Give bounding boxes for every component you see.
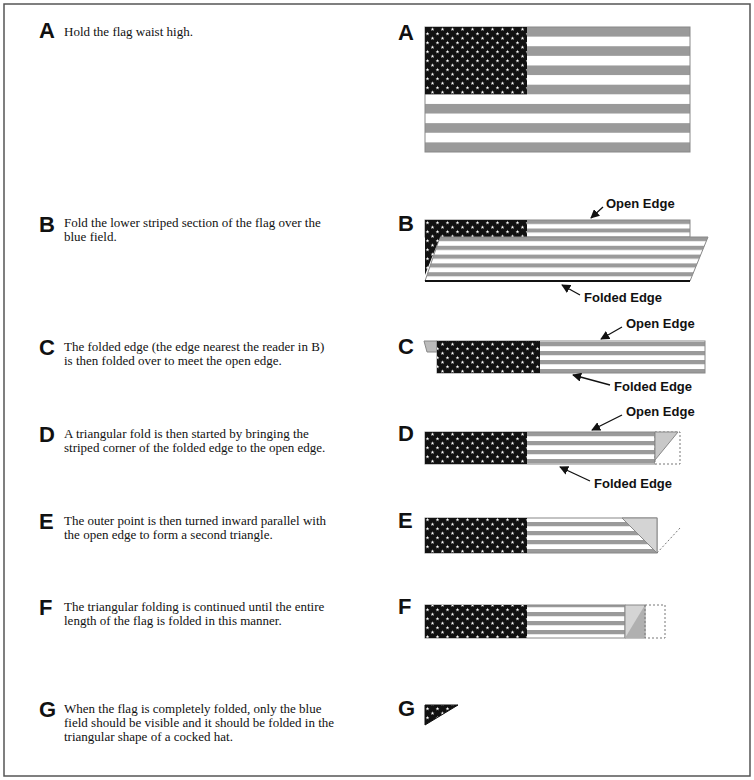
fold-outline — [657, 528, 680, 553]
edge-label: Open Edge — [624, 404, 697, 419]
flag-stripes — [425, 518, 657, 553]
flag-stripes — [437, 341, 705, 373]
flag-canton — [425, 220, 527, 237]
step-letter: C — [398, 336, 414, 358]
cocked-hat-triangle — [425, 705, 458, 725]
step-letter: B — [398, 213, 414, 235]
step-letter: G — [39, 699, 56, 721]
flag-g — [425, 705, 458, 725]
flag-stripes — [425, 605, 625, 638]
edge-label: Folded Edge — [582, 290, 664, 305]
instruction-text: When the flag is completely folded, only… — [64, 702, 336, 744]
step-letter: C — [39, 337, 55, 359]
fold-triangle — [655, 432, 678, 460]
instruction-text: The triangular folding is continued unti… — [64, 600, 336, 628]
step-letter: A — [398, 22, 414, 44]
flag-e — [425, 518, 680, 553]
flag-b — [425, 207, 708, 295]
flag-stripes — [425, 220, 690, 237]
flag-tail — [424, 341, 437, 352]
flag-canton — [425, 237, 440, 275]
instruction-text: The outer point is then turned inward pa… — [64, 514, 336, 542]
instruction-text: A triangular fold is then started by bri… — [64, 427, 336, 455]
leader-arrow — [560, 467, 590, 481]
flag-f — [425, 605, 665, 638]
instruction-text: The folded edge (the edge nearest the re… — [64, 340, 336, 368]
flag-canton — [425, 605, 527, 638]
folded-edge-line — [425, 280, 690, 282]
fold-outline — [655, 432, 680, 464]
flag-d — [425, 415, 680, 481]
frame-border — [4, 4, 750, 776]
leader-arrow — [601, 327, 622, 339]
fold-outline — [645, 605, 665, 638]
flag-stripes — [425, 432, 655, 464]
leader-arrow — [573, 375, 610, 385]
step-letter: F — [398, 596, 411, 618]
instruction-text: Hold the flag waist high. — [64, 25, 336, 39]
step-letter: D — [398, 423, 414, 445]
step-letter: B — [39, 214, 55, 236]
instruction-text: Fold the lower striped section of the fl… — [64, 216, 336, 244]
flag-canton — [425, 432, 527, 464]
leader-arrow — [562, 285, 580, 295]
fold-triangle — [622, 518, 657, 553]
edge-label: Open Edge — [604, 196, 677, 211]
flag-stripes — [425, 27, 690, 152]
folded-section — [425, 237, 708, 281]
step-letter: D — [39, 424, 55, 446]
fold-shadow — [625, 605, 645, 638]
edge-label: Folded Edge — [592, 476, 674, 491]
edge-label: Folded Edge — [612, 379, 694, 394]
flag-canton — [437, 341, 540, 373]
flag-canton — [425, 518, 527, 553]
step-letter: A — [39, 20, 55, 42]
fold-triangle — [625, 605, 645, 638]
leader-arrow — [591, 207, 603, 218]
step-letter: E — [39, 511, 54, 533]
edge-label: Open Edge — [624, 316, 697, 331]
leader-arrow — [592, 415, 622, 430]
flag-a — [425, 27, 690, 152]
step-letter: E — [398, 510, 413, 532]
step-letter: F — [39, 597, 52, 619]
flag-canton — [425, 27, 527, 94]
flag-c — [424, 327, 705, 385]
step-letter: G — [398, 698, 415, 720]
